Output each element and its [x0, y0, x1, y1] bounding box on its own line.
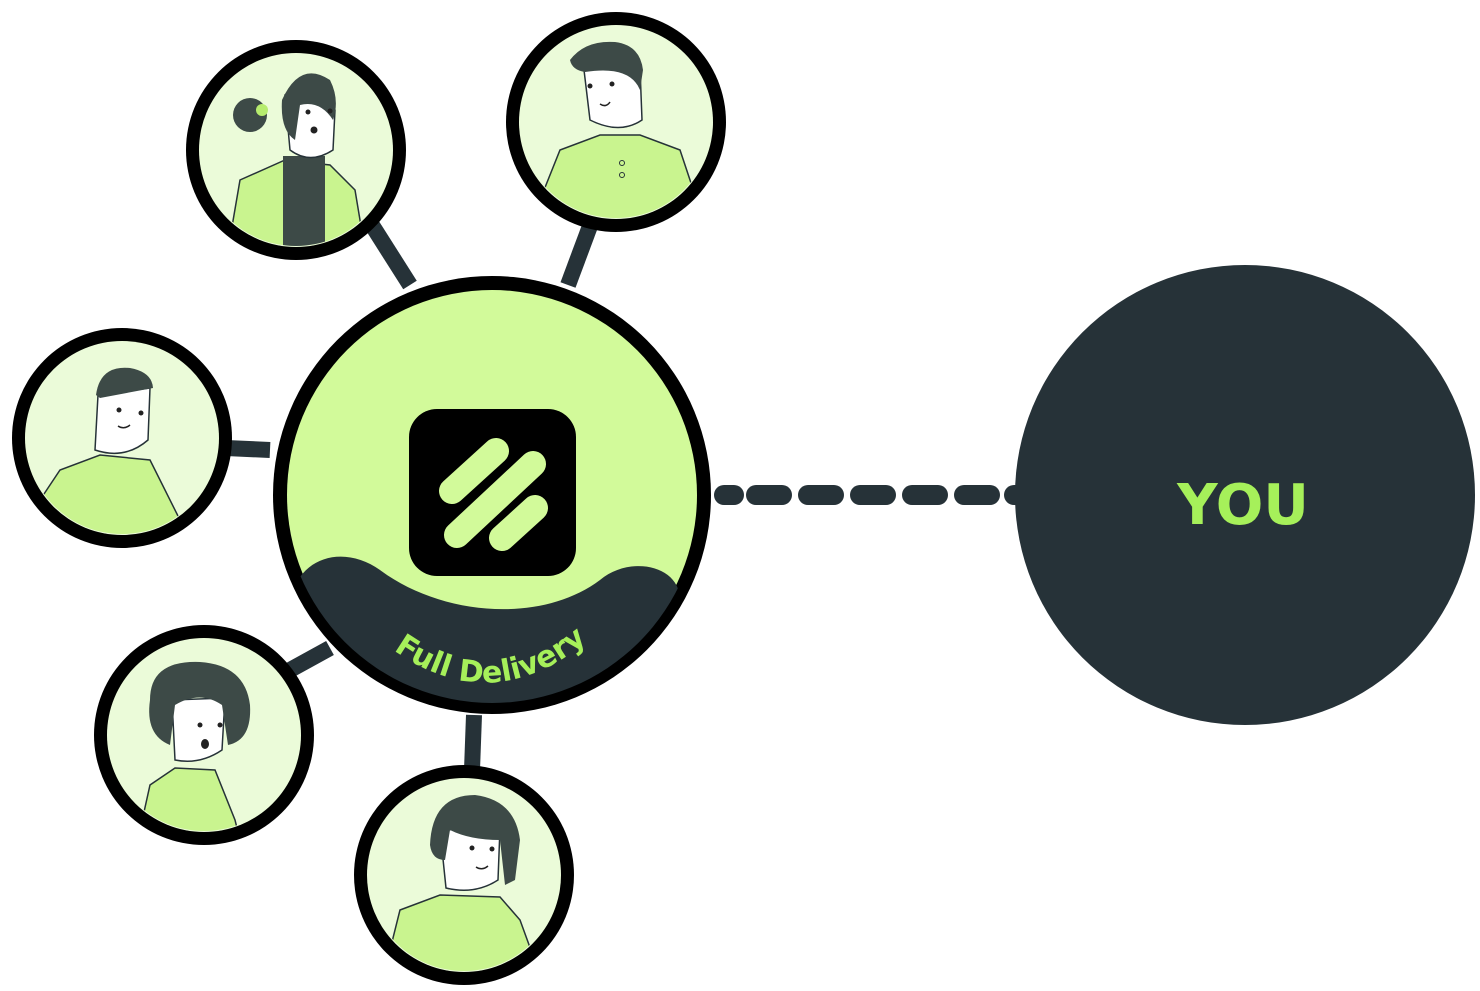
connector-line [225, 440, 271, 458]
you-node: YOU [1015, 265, 1475, 725]
connector-lines [225, 217, 598, 771]
slash-logo-icon [409, 409, 576, 576]
connector-line [286, 640, 334, 678]
you-label: YOU [1176, 473, 1309, 538]
connector-line [363, 217, 417, 290]
dashed-link [714, 485, 1028, 505]
avatar-man-short-hair [12, 328, 232, 548]
hub-label-band [284, 556, 700, 703]
you-circle [1015, 265, 1475, 725]
hub-node: Full Delivery [273, 276, 711, 714]
connector-line [560, 223, 598, 288]
avatar-woman-bun [186, 40, 406, 260]
connector-line [464, 714, 482, 771]
avatar-person-curly-hair [94, 625, 314, 845]
avatar-man-polo [506, 12, 726, 232]
avatar-person-bob-hair [354, 765, 574, 985]
